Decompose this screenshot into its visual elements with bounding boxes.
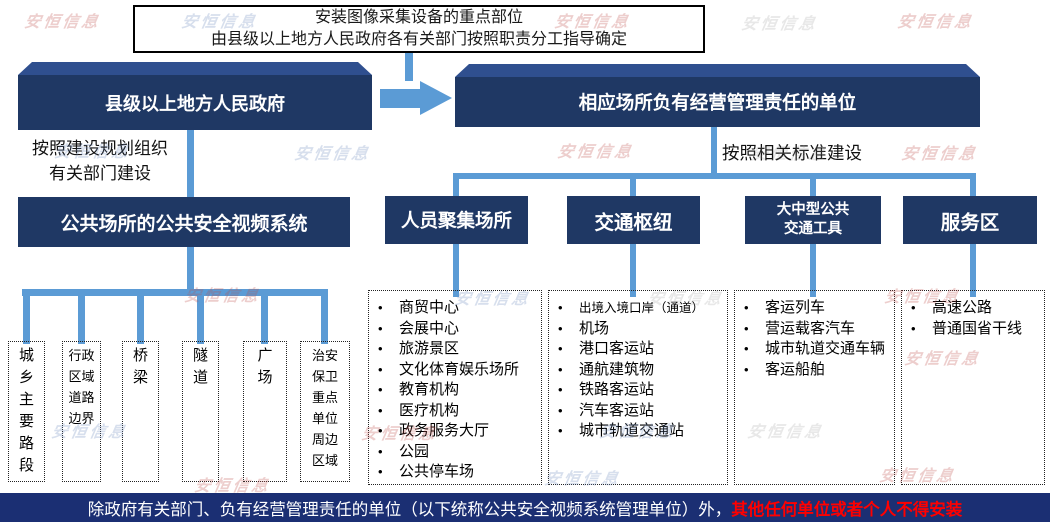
connector-system-riser xyxy=(187,247,194,292)
watermark-text: 安恒信息 xyxy=(896,14,976,31)
connector-drop xyxy=(321,294,328,344)
list-item: 旅游景区 xyxy=(369,339,537,360)
category-box-transport-hub: 交通枢纽 xyxy=(567,196,700,244)
public-place-box: 行政区域道路边界 xyxy=(62,341,101,482)
government-label: 县级以上地方人民政府 xyxy=(105,93,285,114)
connector-drop xyxy=(453,177,459,197)
list-item: 通航建筑物 xyxy=(549,360,723,381)
list-item: 政务服务大厅 xyxy=(369,421,537,442)
flow-arrow-shaft xyxy=(380,89,422,108)
public-place-box: 桥梁 xyxy=(122,341,159,482)
connector-drop xyxy=(630,177,636,197)
list-item: 商贸中心 xyxy=(369,298,537,319)
category-list-public-transport: 客运列车营运载客汽车城市轨道交通车辆客运船舶 xyxy=(734,290,895,485)
connector-drop xyxy=(453,244,459,297)
public-place-box: 广场 xyxy=(243,341,287,482)
note-line-1: 安装图像采集设备的重点部位 xyxy=(314,9,523,26)
list-item: 出境入境口岸（通道） xyxy=(549,298,723,319)
video-system-label: 公共场所的公共安全视频系统 xyxy=(60,213,308,235)
category-list-service-area: 高速公路普通国省干线 xyxy=(901,290,1045,485)
footer-rule-bar: 除政府有关部门、负有经营管理责任的单位（以下统称公共安全视频系统管理单位）外，其… xyxy=(0,493,1050,522)
list-item: 普通国省干线 xyxy=(902,319,1040,340)
connector-left-hbar xyxy=(22,289,328,296)
right-build-note: 按照相关标准建设 xyxy=(722,143,862,163)
list-item: 公园 xyxy=(369,442,537,463)
bullet-list: 出境入境口岸（通道）机场港口客运站通航建筑物铁路客运站汽车客运站城市轨道交通站 xyxy=(549,298,723,442)
connector-drop xyxy=(970,244,976,297)
list-item: 教育机构 xyxy=(369,380,537,401)
connector-units-riser xyxy=(711,127,717,175)
bullet-list: 客运列车营运载客汽车城市轨道交通车辆客运船舶 xyxy=(735,298,890,380)
list-item: 铁路客运站 xyxy=(549,380,723,401)
list-item: 医疗机构 xyxy=(369,401,537,422)
connector-drop xyxy=(970,177,976,197)
list-item: 城市轨道交通车辆 xyxy=(735,339,890,360)
connector-drop xyxy=(261,294,268,344)
list-item: 汽车客运站 xyxy=(549,401,723,422)
category-box-service-area: 服务区 xyxy=(903,196,1037,244)
footer-highlight-text: 其他任何单位或者个人不得安装 xyxy=(731,500,963,519)
category-label: 交通枢纽 xyxy=(594,211,673,234)
list-item: 会展中心 xyxy=(369,319,537,340)
watermark-text: 安恒信息 xyxy=(23,14,103,31)
list-item: 城市轨道交通站 xyxy=(549,421,723,442)
list-item: 客运列车 xyxy=(735,298,890,319)
watermark-text: 安恒信息 xyxy=(293,146,373,163)
responsible-units-label: 相应场所负有经营管理责任的单位 xyxy=(578,92,857,113)
connector-drop xyxy=(810,177,816,197)
right-arrow-icon xyxy=(420,81,452,115)
key-locations-note-box: 安装图像采集设备的重点部位 由县级以上地方人民政府各有关部门按照职责分工指导确定 xyxy=(133,5,705,53)
list-item: 营运载客汽车 xyxy=(735,319,890,340)
category-box-public-transport: 大中型公共 交通工具 xyxy=(745,196,881,244)
category-list-crowded-places: 商贸中心会展中心旅游景区文化体育娱乐场所教育机构医疗机构政务服务大厅公园公共停车… xyxy=(368,290,542,485)
footer-text: 除政府有关部门、负有经营管理责任的单位（以下统称公共安全视频系统管理单位）外， xyxy=(87,500,732,519)
public-place-box: 隧道 xyxy=(182,341,219,482)
connector-drop xyxy=(137,294,144,344)
public-place-box: 城乡主要路段 xyxy=(8,341,45,482)
left-build-note: 按照建设规划组织 有关部门建设 xyxy=(32,139,168,183)
bullet-list: 高速公路普通国省干线 xyxy=(902,298,1040,339)
government-box: 县级以上地方人民政府 xyxy=(18,75,372,130)
category-label: 大中型公共 交通工具 xyxy=(776,202,850,237)
watermark-text: 安恒信息 xyxy=(740,16,820,33)
list-item: 文化体育娱乐场所 xyxy=(369,360,537,381)
connector-drop xyxy=(197,294,204,344)
category-box-crowded-places: 人员聚集场所 xyxy=(385,196,528,244)
connector-drop xyxy=(630,244,636,297)
public-place-box: 治安保卫重点单位周边区域 xyxy=(300,341,350,482)
connector-gov-to-system xyxy=(187,130,194,197)
list-item: 港口客运站 xyxy=(549,339,723,360)
connector-right-hbar xyxy=(453,173,976,179)
category-label: 人员聚集场所 xyxy=(400,210,512,231)
category-list-transport-hub: 出境入境口岸（通道）机场港口客运站通航建筑物铁路客运站汽车客运站城市轨道交通站 xyxy=(548,290,728,485)
connector-drop xyxy=(23,294,30,344)
list-item: 机场 xyxy=(549,319,723,340)
connector-drop xyxy=(810,244,816,297)
category-label: 服务区 xyxy=(940,211,1000,234)
responsible-units-box: 相应场所负有经营管理责任的单位 xyxy=(455,77,980,127)
connector-drop xyxy=(78,294,85,344)
watermark-text: 安恒信息 xyxy=(556,144,636,161)
connector-top-stub xyxy=(405,53,413,81)
list-item: 客运船舶 xyxy=(735,360,890,381)
list-item: 公共停车场 xyxy=(369,462,537,483)
video-system-box: 公共场所的公共安全视频系统 xyxy=(18,197,350,247)
watermark-text: 安恒信息 xyxy=(900,146,980,163)
list-item: 高速公路 xyxy=(902,298,1040,319)
bullet-list: 商贸中心会展中心旅游景区文化体育娱乐场所教育机构医疗机构政务服务大厅公园公共停车… xyxy=(369,298,537,483)
note-line-2: 由县级以上地方人民政府各有关部门按照职责分工指导确定 xyxy=(210,31,627,48)
